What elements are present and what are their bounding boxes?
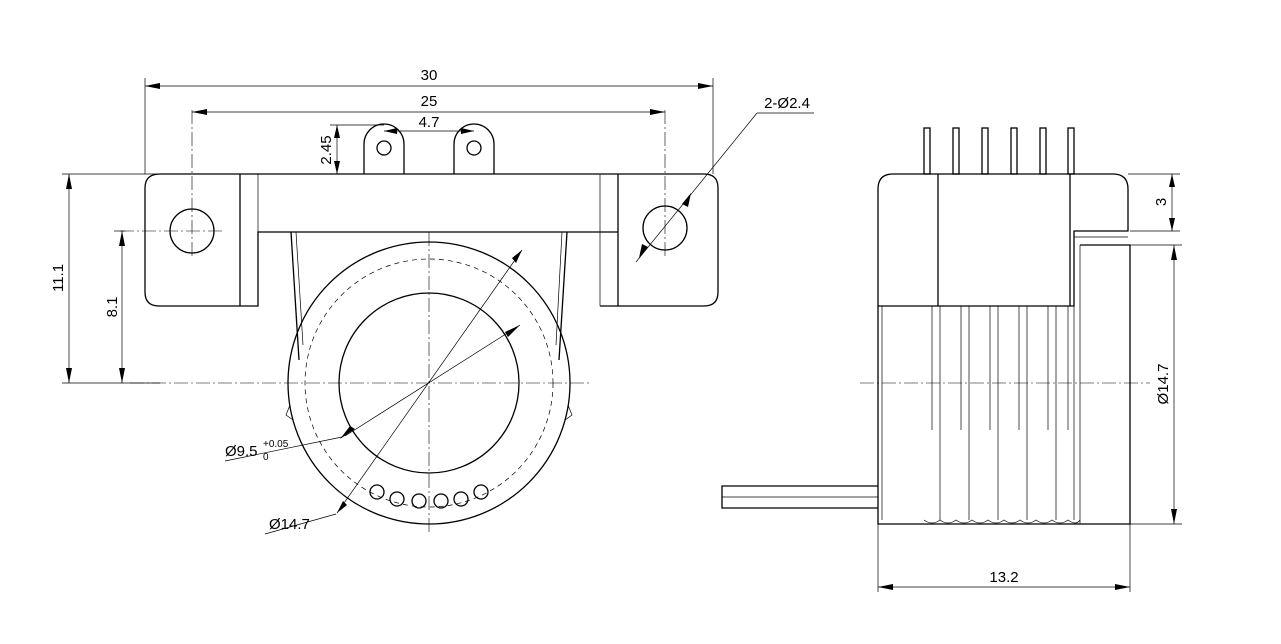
dim-total-height: 11.1 (50, 173, 160, 384)
support-right-a (558, 231, 568, 361)
dim-side-diameter: Ø14.7 (1130, 244, 1182, 525)
label-outer-diameter-side: Ø14.7 (1155, 364, 1172, 405)
label-hole-spacing: 25 (421, 93, 438, 110)
terminal-hole (389, 491, 405, 507)
dim-mount-holes: 2-Ø2.4 (635, 95, 814, 263)
label-pin-height: 2.45 (318, 135, 335, 164)
label-pin-spacing: 4.7 (419, 114, 440, 131)
dim-pin-height: 2.45 (318, 124, 384, 174)
leader-shelf-outer (264, 513, 337, 535)
arrow-outer-a (512, 250, 522, 263)
pin (1039, 127, 1047, 175)
pin-hole-right (466, 140, 482, 156)
pins (923, 127, 1075, 175)
side-toroid-body (877, 244, 1131, 525)
arrow-inner-b (340, 426, 355, 439)
mounting-bracket (144, 173, 719, 307)
label-overall-width: 30 (421, 67, 438, 84)
support-left-b (295, 231, 304, 346)
pin (981, 127, 989, 175)
side-view (721, 127, 1150, 525)
terminal-hole (369, 484, 385, 500)
label-inner-tol-lower: 0 (263, 452, 269, 463)
label-total-height: 11.1 (50, 264, 67, 292)
terminal-hole (473, 484, 489, 500)
label-side-height: 3 (1153, 198, 1170, 206)
label-inner-tol-upper: +0.05 (263, 439, 289, 450)
clip-left (285, 404, 294, 421)
pin (1010, 127, 1018, 175)
label-outer-diameter-front: Ø14.7 (269, 516, 310, 533)
pin-tab-right (453, 123, 495, 174)
pin (1067, 127, 1075, 175)
leader-shelf-inner (224, 436, 343, 462)
winding-leads (931, 306, 1075, 520)
dim-hole-spacing: 25 (192, 93, 665, 115)
dim-side-depth: 13.2 (877, 524, 1131, 592)
side-header-block (877, 173, 1129, 307)
pin (952, 127, 960, 175)
terminal-hole (433, 493, 449, 509)
label-mount-holes: 2-Ø2.4 (764, 95, 810, 112)
label-side-depth: 13.2 (989, 569, 1018, 586)
leader-inner-diameter (344, 324, 521, 437)
dim-side-height: 3 (1128, 173, 1180, 232)
pin-tab-left (363, 123, 405, 174)
pin-hole-left (376, 140, 392, 156)
dim-overall-width: 30 (144, 67, 714, 174)
dim-center-height: 8.1 (104, 230, 125, 383)
side-bottom-scallops (923, 519, 1081, 524)
dim-pin-spacing: 4.7 (384, 114, 474, 134)
clip-right (564, 404, 573, 421)
terminal-holes (369, 484, 489, 509)
terminal-hole (411, 493, 427, 509)
support-left-a (290, 231, 300, 361)
terminal-hole (453, 491, 469, 507)
label-center-height: 8.1 (104, 297, 121, 318)
arrow-inner-a (505, 325, 520, 337)
arrow-outer-b (337, 501, 347, 513)
label-inner-diameter: Ø9.5 (225, 443, 258, 460)
pin (923, 127, 931, 175)
front-view (120, 110, 719, 535)
support-right-b (555, 231, 563, 346)
leader-outer-diameter (336, 249, 523, 514)
